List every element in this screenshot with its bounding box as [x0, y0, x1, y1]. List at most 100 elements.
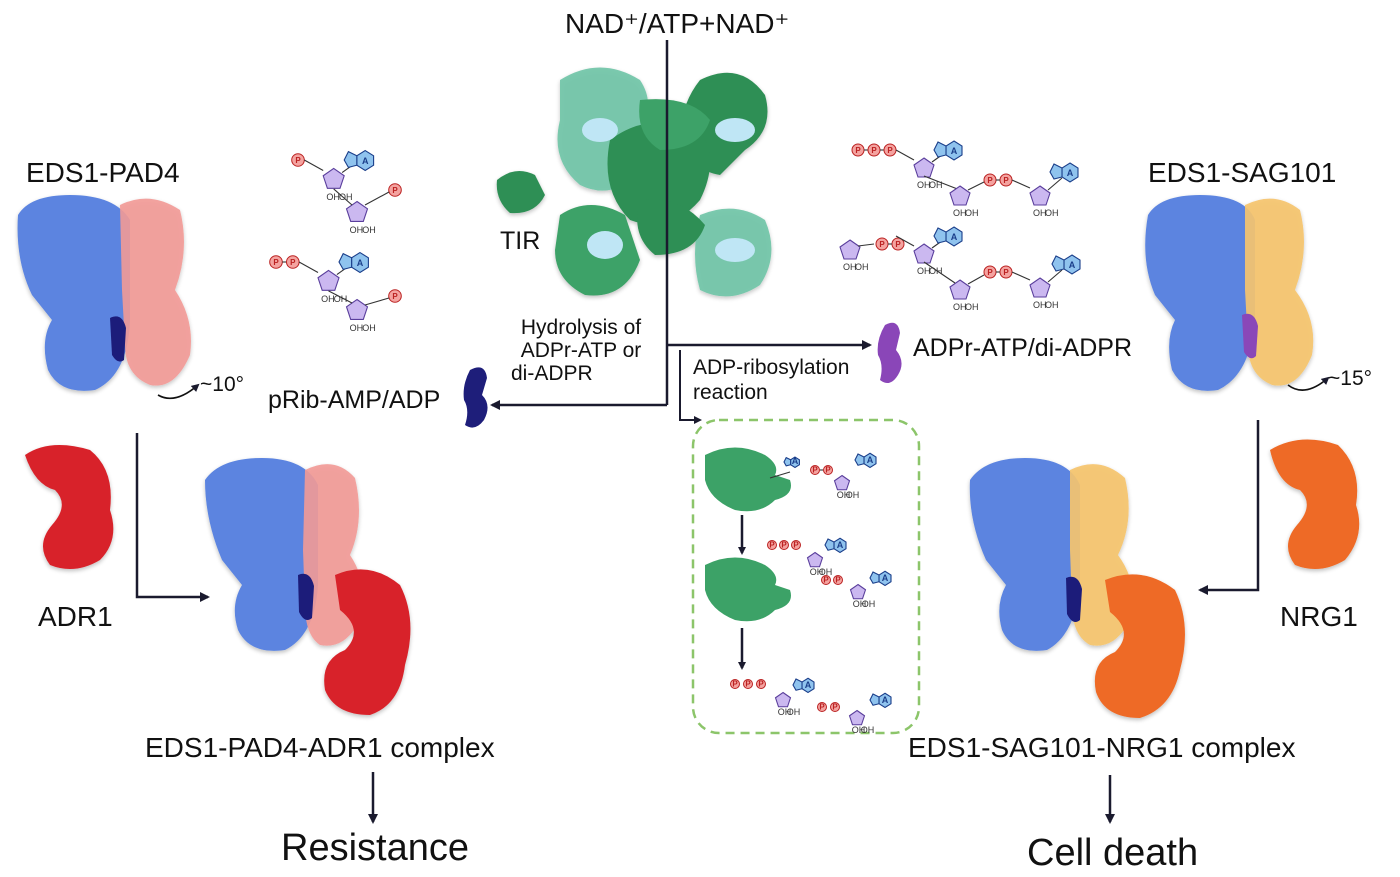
ribose-icon — [913, 157, 935, 178]
hydroxyl-label: OH — [917, 266, 931, 276]
arrow-to-ribosylation — [679, 350, 702, 424]
label-eds1-pad4: EDS1-PAD4 — [26, 157, 180, 188]
label-outcome-resistance: Resistance — [281, 827, 469, 869]
adenine-label: A — [805, 680, 812, 690]
chem-bond — [1011, 179, 1031, 189]
chem-bond — [895, 149, 915, 161]
phosphate-icon — [756, 679, 766, 689]
phosphate-label: P — [987, 176, 993, 185]
chem-bond — [769, 471, 791, 479]
hydroxyl-label: OH — [1033, 300, 1047, 310]
ribose-icon — [345, 200, 369, 222]
phosphate-label: P — [273, 258, 279, 267]
ribose-icon — [848, 709, 866, 726]
ribose-icon — [949, 185, 971, 206]
chem-bond — [298, 261, 319, 273]
label-hydrolysis-line3: di-ADPR — [511, 362, 593, 386]
adenine-ring-icon — [338, 252, 353, 270]
phosphate-label: P — [823, 575, 829, 584]
phosphate-label: P — [793, 540, 799, 549]
phosphate-label: P — [819, 702, 825, 711]
ribosylation-box — [691, 418, 921, 735]
phosphate-label: P — [758, 679, 764, 688]
phosphate-label: P — [392, 186, 398, 195]
chem-bond — [364, 297, 390, 306]
chem-bond — [923, 175, 961, 191]
chem-bond — [967, 181, 985, 191]
hydroxyl-label: OH — [853, 599, 867, 609]
chem-bond — [967, 274, 985, 285]
phosphate-icon — [791, 540, 801, 550]
chem-bond — [1011, 271, 1031, 281]
hydroxyl-label: OH — [787, 707, 801, 717]
chem-bond — [328, 290, 353, 304]
hydroxyl-label: OH — [837, 490, 851, 500]
ribose-icon — [833, 474, 851, 491]
hydroxyl-label: OH — [953, 208, 967, 218]
label-hydrolysis-line2: ADPr-ATP or — [520, 339, 642, 363]
label-adpr-atp: ADPr-ATP/di-ADPR — [913, 334, 1133, 362]
hydroxyl-label: OH — [350, 323, 364, 333]
phosphate-icon — [388, 183, 402, 197]
phosphate-label: P — [812, 465, 818, 474]
phosphate-icon — [767, 540, 777, 550]
hydroxyl-label: OH — [861, 725, 875, 735]
phosphate-icon — [823, 465, 833, 475]
ribose-icon — [949, 279, 971, 300]
eds1-sag101-protein — [1145, 195, 1314, 391]
adenine-label: A — [792, 456, 799, 466]
phosphate-label: P — [290, 258, 296, 267]
phosphate-icon — [833, 575, 843, 585]
hydroxyl-label: OH — [778, 707, 792, 717]
tir-enzyme-step2 — [705, 557, 791, 622]
chem-bond — [923, 261, 956, 284]
hydroxyl-label: OH — [965, 302, 979, 312]
hydroxyl-label: OH — [852, 725, 866, 735]
ribose-icon — [345, 298, 369, 321]
phosphate-label: P — [745, 679, 751, 688]
adenine-label: A — [951, 146, 958, 156]
chem-bond — [304, 159, 324, 171]
adenine-ring-icon — [1049, 163, 1063, 180]
phosphate-label: P — [987, 268, 993, 277]
adenine-ring-icon — [869, 571, 880, 584]
label-eds1-sag101: EDS1-SAG101 — [1148, 157, 1337, 188]
adenine-label: A — [1067, 168, 1074, 178]
label-outcome-cell-death: Cell death — [1027, 832, 1199, 874]
adenine-ring-icon — [783, 456, 792, 467]
chem-bond — [895, 235, 915, 247]
chem-bond — [1047, 269, 1063, 283]
adenine-label: A — [357, 258, 364, 268]
phosphate-label: P — [871, 146, 877, 155]
phosphate-label: P — [392, 292, 398, 301]
hydroxyl-label: OH — [1045, 300, 1059, 310]
tir-enzyme-step1 — [705, 447, 791, 512]
phosphate-label: P — [1003, 268, 1009, 277]
rotation-arrow-left — [157, 383, 200, 400]
phosphate-icon — [810, 465, 820, 475]
phosphate-icon — [817, 702, 827, 712]
hydroxyl-label: OH — [362, 225, 376, 235]
label-complex-right: EDS1-SAG101-NRG1 complex — [908, 732, 1296, 763]
hydroxyl-label: OH — [350, 225, 364, 235]
hydroxyl-label: OH — [810, 567, 824, 577]
adenine-label: A — [882, 573, 889, 583]
adenine-label: A — [1069, 260, 1076, 270]
hydroxyl-label: OH — [953, 302, 967, 312]
chem-bond — [1047, 177, 1063, 191]
adenine-ring-icon — [854, 453, 865, 466]
hydroxyl-label: OH — [855, 262, 869, 272]
hydroxyl-label: OH — [326, 192, 340, 202]
adenine-label: A — [837, 540, 844, 550]
label-top-substrate: NAD⁺/ATP+NAD⁺ — [565, 8, 790, 39]
adenine-label: A — [362, 156, 369, 166]
adenine-label: A — [951, 232, 958, 242]
hydroxyl-label: OH — [334, 294, 348, 304]
phosphate-icon — [743, 679, 753, 689]
hydroxyl-label: OH — [843, 262, 857, 272]
label-ribosylation-line1: ADP-ribosylation — [693, 356, 850, 379]
eds1-pad4-adr1-complex — [205, 458, 411, 715]
phosphate-label: P — [835, 575, 841, 584]
